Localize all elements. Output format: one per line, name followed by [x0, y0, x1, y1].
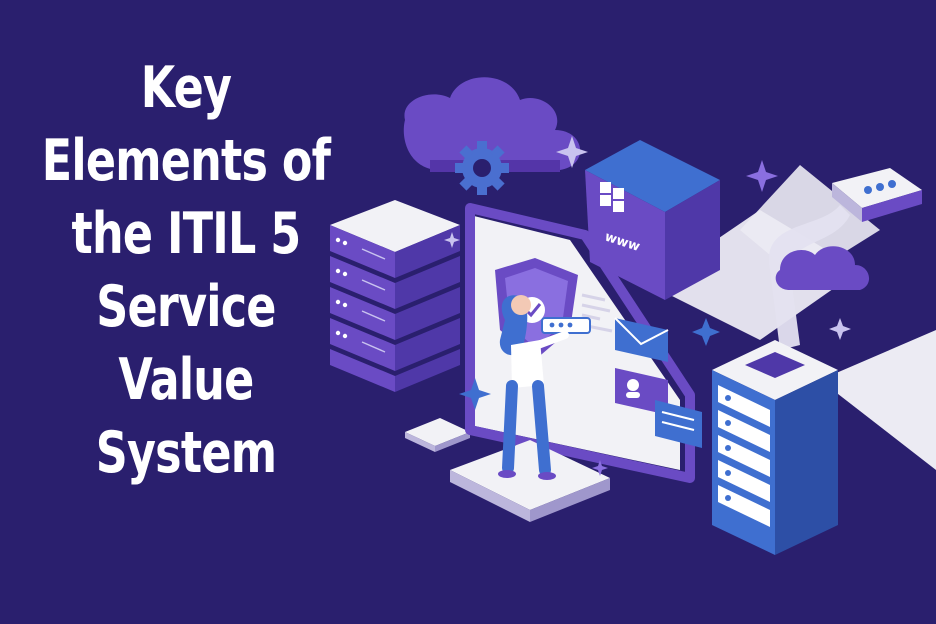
title-line-5: Value	[118, 347, 254, 413]
title-line-2: Elements of	[41, 128, 331, 194]
password-field	[541, 317, 591, 334]
server-stack-left	[330, 200, 460, 392]
server-rack-icon	[712, 340, 838, 555]
mail-icon	[614, 317, 669, 362]
title-line-4: Service	[96, 274, 276, 340]
sparkle-icon	[444, 136, 851, 476]
page-title: Key Elements of the ITIL 5 Service Value…	[41, 52, 331, 490]
title-line-1: Key	[140, 55, 232, 121]
printer-icon	[768, 168, 922, 350]
title-line-3: the ITIL 5	[71, 201, 302, 267]
form-field	[655, 400, 702, 448]
cloud-icon	[775, 246, 870, 290]
house-icon: www	[585, 140, 720, 300]
platform	[450, 440, 610, 522]
person-figure	[498, 295, 569, 480]
gear-icon	[455, 141, 509, 195]
title-line-6: System	[95, 420, 277, 486]
user-card-icon	[615, 368, 668, 415]
chip-icon	[405, 418, 470, 452]
